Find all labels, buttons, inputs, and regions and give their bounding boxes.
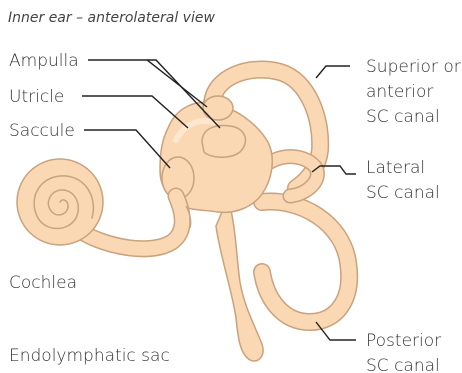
label-lateral-canal-line1: Lateral [366,158,425,178]
label-saccule: Saccule [9,121,75,141]
label-utricle: Utricle [9,87,64,107]
label-lateral-canal-line2: SC canal [366,183,440,203]
label-endolymphatic-sac: Endolymphatic sac [9,346,170,366]
label-ampulla: Ampulla [9,51,79,71]
label-posterior-canal-line1: Posterior [366,331,441,351]
label-superior-canal-line3: SC canal [366,107,440,127]
superior-canal-leader [316,66,350,78]
saccule-leader [84,130,170,168]
ampulla-leader [88,60,207,107]
posterior-canal [262,202,349,322]
inner-ear-illustration [17,70,349,361]
label-superior-canal-line2: anterior [366,82,433,102]
label-posterior-canal-line2: SC canal [366,356,440,373]
diagram-title: Inner ear – anterolateral view [8,10,215,26]
label-cochlea: Cochlea [9,273,77,293]
label-superior-canal-line1: Superior or [366,57,461,77]
cochlea-spiral [17,159,103,245]
